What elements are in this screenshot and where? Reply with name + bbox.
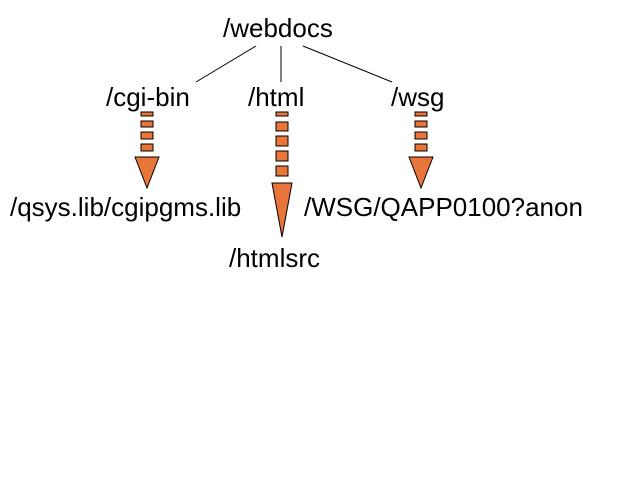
connector-cgi-bin	[195, 45, 257, 83]
target-qsys-lib-cgipgms-lib: /qsys.lib/cgipgms.lib	[10, 192, 242, 222]
mapping-arrow-html	[271, 111, 293, 238]
mapping-arrow-wsg	[408, 111, 434, 190]
child-node-cgi-bin: /cgi-bin	[106, 82, 190, 112]
root-node-webdocs: /webdocs	[223, 13, 333, 43]
target-wsg-qapp0100-anon: /WSG/QAPP0100?anon	[304, 192, 583, 222]
child-node-html: /html	[248, 82, 305, 112]
target-htmlsrc: /htmlsrc	[229, 243, 320, 273]
connector-wsg	[302, 45, 393, 83]
child-node-wsg: /wsg	[391, 82, 445, 112]
mapping-arrow-cgi-bin	[134, 111, 160, 190]
